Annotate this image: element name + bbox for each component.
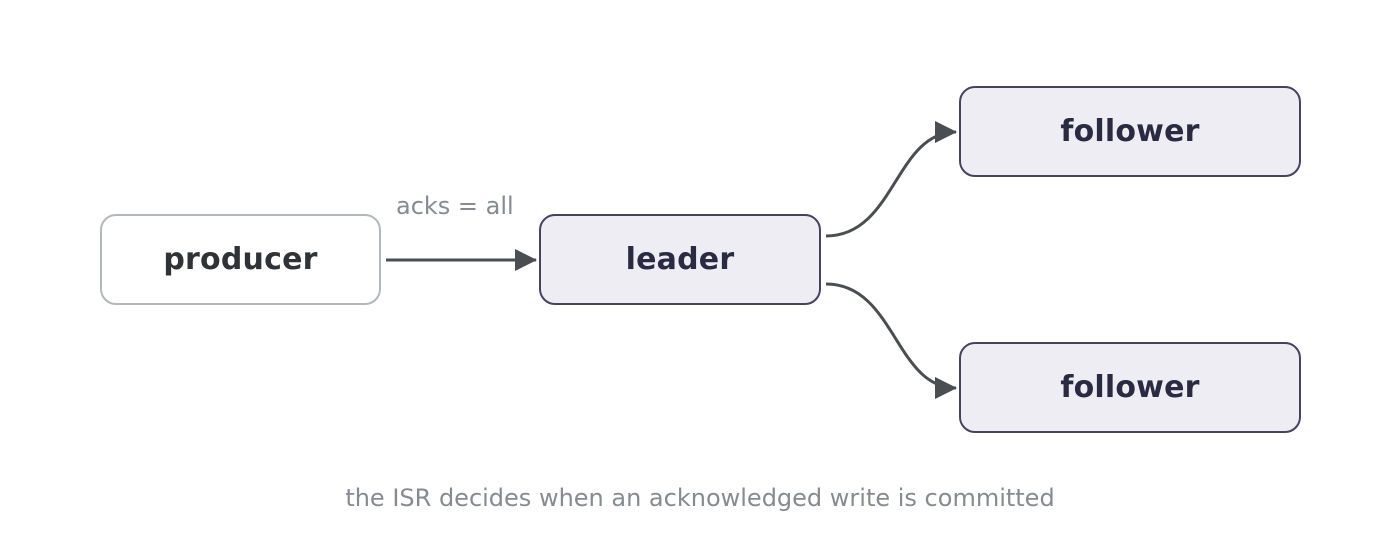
node-producer: producer (100, 214, 381, 305)
node-leader: leader (539, 214, 821, 305)
node-follower-top: follower (959, 86, 1301, 177)
edge-label-acks: acks = all (396, 192, 514, 220)
edge-leader-to-follower-top (825, 121, 957, 238)
node-follower-bottom: follower (959, 342, 1301, 433)
diagram-caption: the ISR decides when an acknowledged wri… (345, 484, 1055, 512)
edge-leader-to-follower-bottom (825, 282, 957, 399)
